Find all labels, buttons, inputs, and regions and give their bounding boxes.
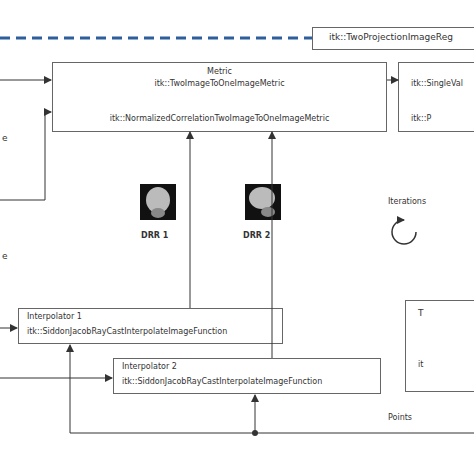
dashed-frame — [0, 37, 312, 40]
drr-image — [146, 187, 170, 213]
box-heading: itk::TwoProjectionImageReg — [329, 33, 453, 43]
annotation-label: e — [2, 134, 8, 144]
data-arrow — [387, 80, 398, 81]
box-heading: Metric — [53, 68, 386, 77]
input-wire — [45, 112, 51, 113]
points-wire — [70, 345, 71, 433]
class-name: itk::SiddonJacobRayCastInterpolateImageF… — [122, 378, 322, 387]
class-name: itk::P — [411, 115, 431, 124]
process-box: Metricitk::TwoImageToOneImageMetricitk::… — [52, 62, 387, 132]
data-arrow — [190, 132, 191, 308]
input-wire — [0, 328, 17, 329]
input-wire — [45, 112, 46, 200]
class-name: itk::SiddonJacobRayCastInterpolateImageF… — [27, 328, 227, 337]
annotation-label: DRR 2 — [243, 232, 270, 241]
class-name: it — [418, 361, 423, 370]
annotation-label: e — [2, 252, 8, 262]
input-wire — [0, 200, 45, 201]
process-box: itk::SingleValitk::P — [398, 62, 474, 132]
process-box: Interpolator 2itk::SiddonJacobRayCastInt… — [113, 358, 381, 394]
annotation-label: Iterations — [388, 198, 426, 207]
data-arrow — [272, 132, 273, 358]
junction-dot — [252, 430, 258, 436]
drr-image — [245, 184, 281, 220]
box-heading: T — [418, 309, 424, 319]
annotation-label: Points — [388, 414, 412, 423]
drr-image — [261, 207, 275, 217]
drr-image — [151, 208, 165, 218]
points-wire — [255, 395, 256, 433]
process-box: itk::TwoProjectionImageReg — [312, 27, 474, 50]
points-wire — [70, 433, 474, 434]
process-box: Tit — [405, 300, 474, 392]
annotation-label: DRR 1 — [141, 232, 168, 241]
process-box: Interpolator 1itk::SiddonJacobRayCastInt… — [18, 308, 283, 344]
class-name: itk::TwoImageToOneImageMetric — [53, 80, 386, 89]
input-wire — [0, 378, 112, 379]
iteration-loop — [392, 220, 416, 244]
drr-image — [249, 187, 275, 209]
box-heading: itk::SingleVal — [411, 80, 463, 89]
drr-image — [140, 184, 176, 220]
box-heading: Interpolator 1 — [27, 313, 82, 322]
box-heading: Interpolator 2 — [122, 363, 177, 372]
input-wire — [0, 80, 51, 81]
class-name: itk::NormalizedCorrelationTwoImageToOneI… — [53, 115, 386, 124]
